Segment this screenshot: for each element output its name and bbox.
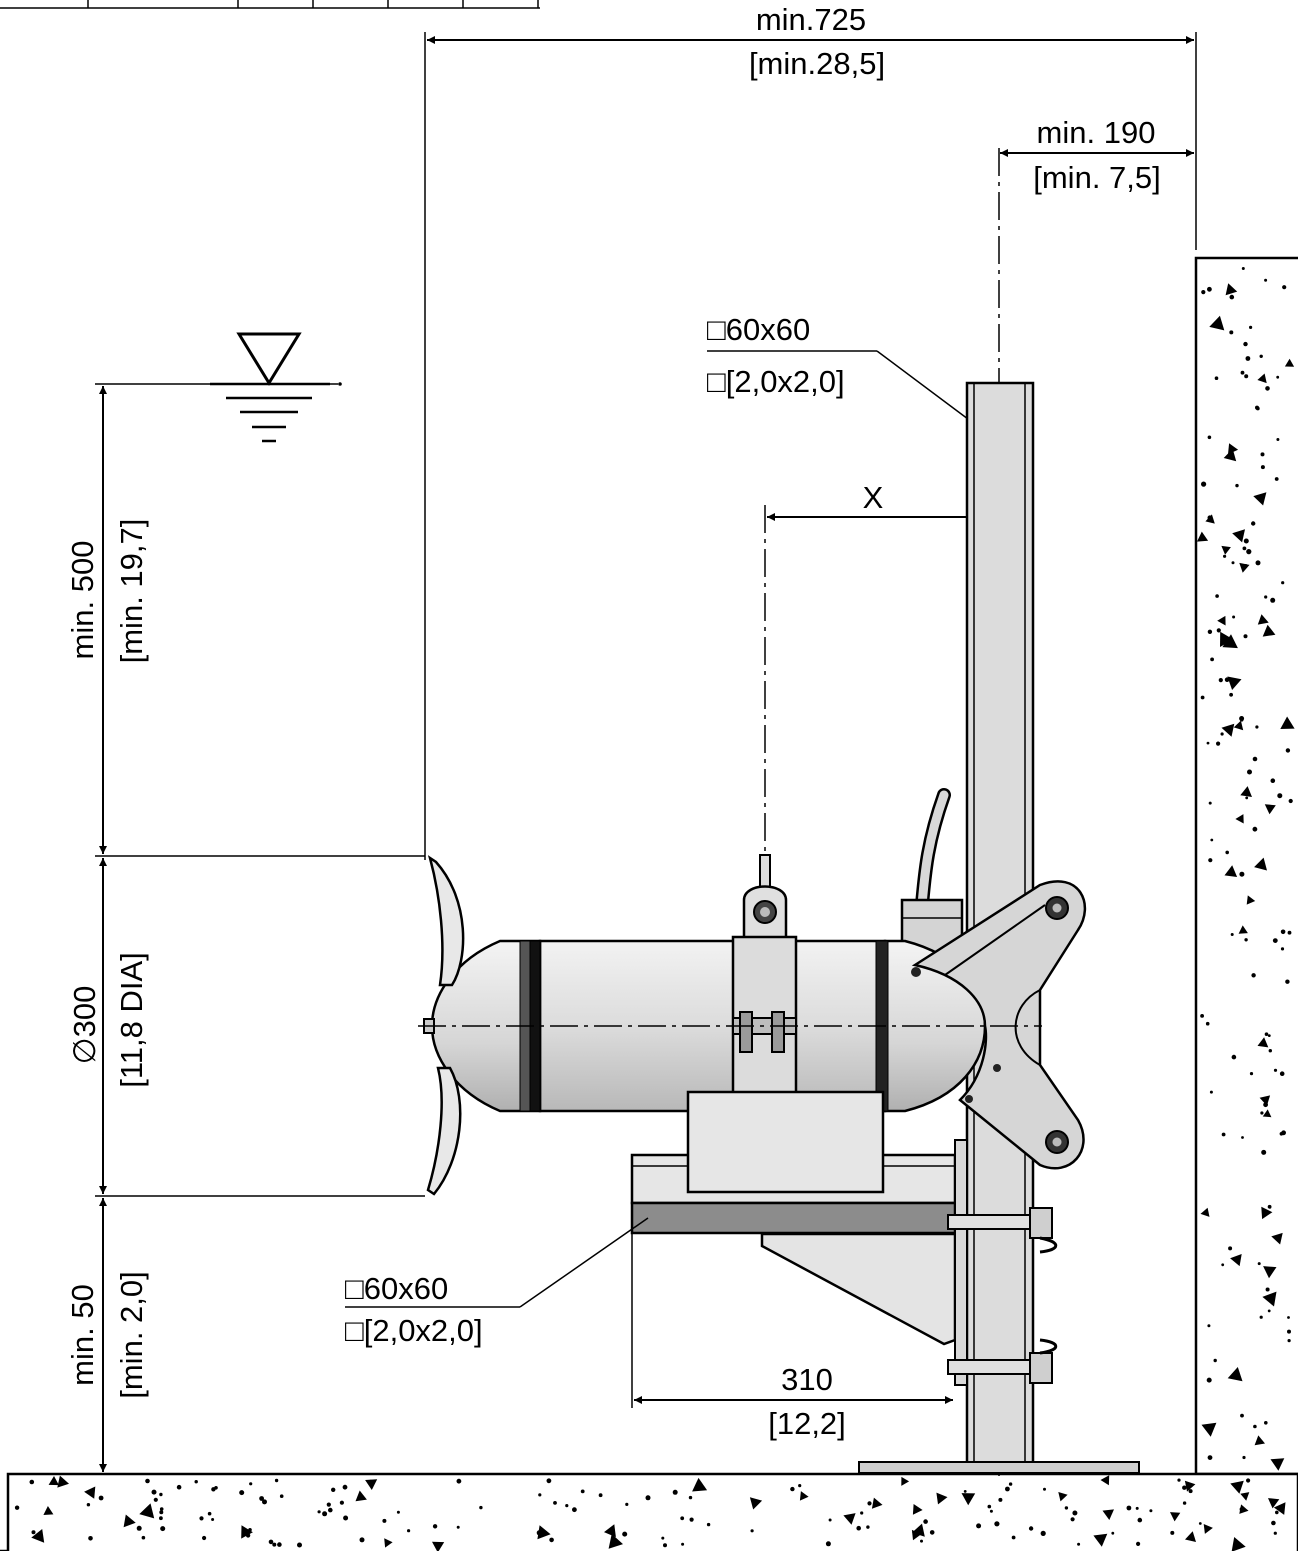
propeller-blade-lower: [426, 1066, 462, 1196]
propeller-blade-upper: [427, 855, 465, 987]
dimension-wall-offset: min. 190 [min. 7,5]: [1000, 115, 1194, 195]
cradle-block: [686, 1090, 885, 1194]
x-distance-label: X: [863, 480, 884, 515]
bracket-section-imperial: □[2,0x2,0]: [345, 1313, 483, 1348]
mixer-unit: [418, 788, 1087, 1196]
title-table-fragment: [0, 0, 540, 9]
overall-width-metric: min.725: [756, 2, 866, 37]
floor-clearance-metric: min. 50: [65, 1284, 100, 1386]
mast-clamp-lower: [947, 1338, 1058, 1384]
callout-mast-section: □60x60 □[2,0x2,0]: [707, 312, 989, 435]
water-level-icon: [210, 332, 342, 443]
mast-clamp-upper: [947, 1207, 1058, 1254]
callout-bracket-section: □60x60 □[2,0x2,0]: [345, 1217, 649, 1348]
submergence-metric: min. 500: [65, 541, 100, 660]
propeller-diameter-imperial: [11,8 DIA]: [114, 952, 149, 1088]
wall-offset-metric: min. 190: [1037, 115, 1156, 150]
propeller-diameter-metric: ∅300: [67, 986, 102, 1065]
bracket-length-imperial: [12,2]: [768, 1406, 846, 1441]
floor-clearance-imperial: [min. 2,0]: [114, 1271, 149, 1399]
concrete-wall: [1194, 256, 1298, 1476]
submergence-imperial: [min. 19,7]: [114, 519, 149, 664]
bracket-section-metric: □60x60: [345, 1271, 448, 1306]
concrete-floor: [0, 1472, 1298, 1551]
bracket-length-metric: 310: [781, 1362, 833, 1397]
wall-offset-imperial: [min. 7,5]: [1033, 160, 1161, 195]
dimension-vertical-left: min. 500 [min. 19,7] ∅300 [11,8 DIA] min…: [65, 383, 425, 1472]
dimension-bracket-length: 310 [12,2]: [631, 1233, 953, 1441]
dimension-x: X: [764, 480, 997, 860]
dimension-overall-width: min.725 [min.28,5]: [424, 2, 1197, 860]
lifting-lug: [742, 854, 788, 943]
support-bracket: [630, 1139, 1058, 1386]
mast-base-plate: [858, 1461, 1140, 1474]
overall-width-imperial: [min.28,5]: [749, 46, 885, 81]
mast-section-imperial: □[2,0x2,0]: [707, 364, 845, 399]
mast-section-metric: □60x60: [707, 312, 810, 347]
guide-carriage: [911, 880, 1087, 1170]
